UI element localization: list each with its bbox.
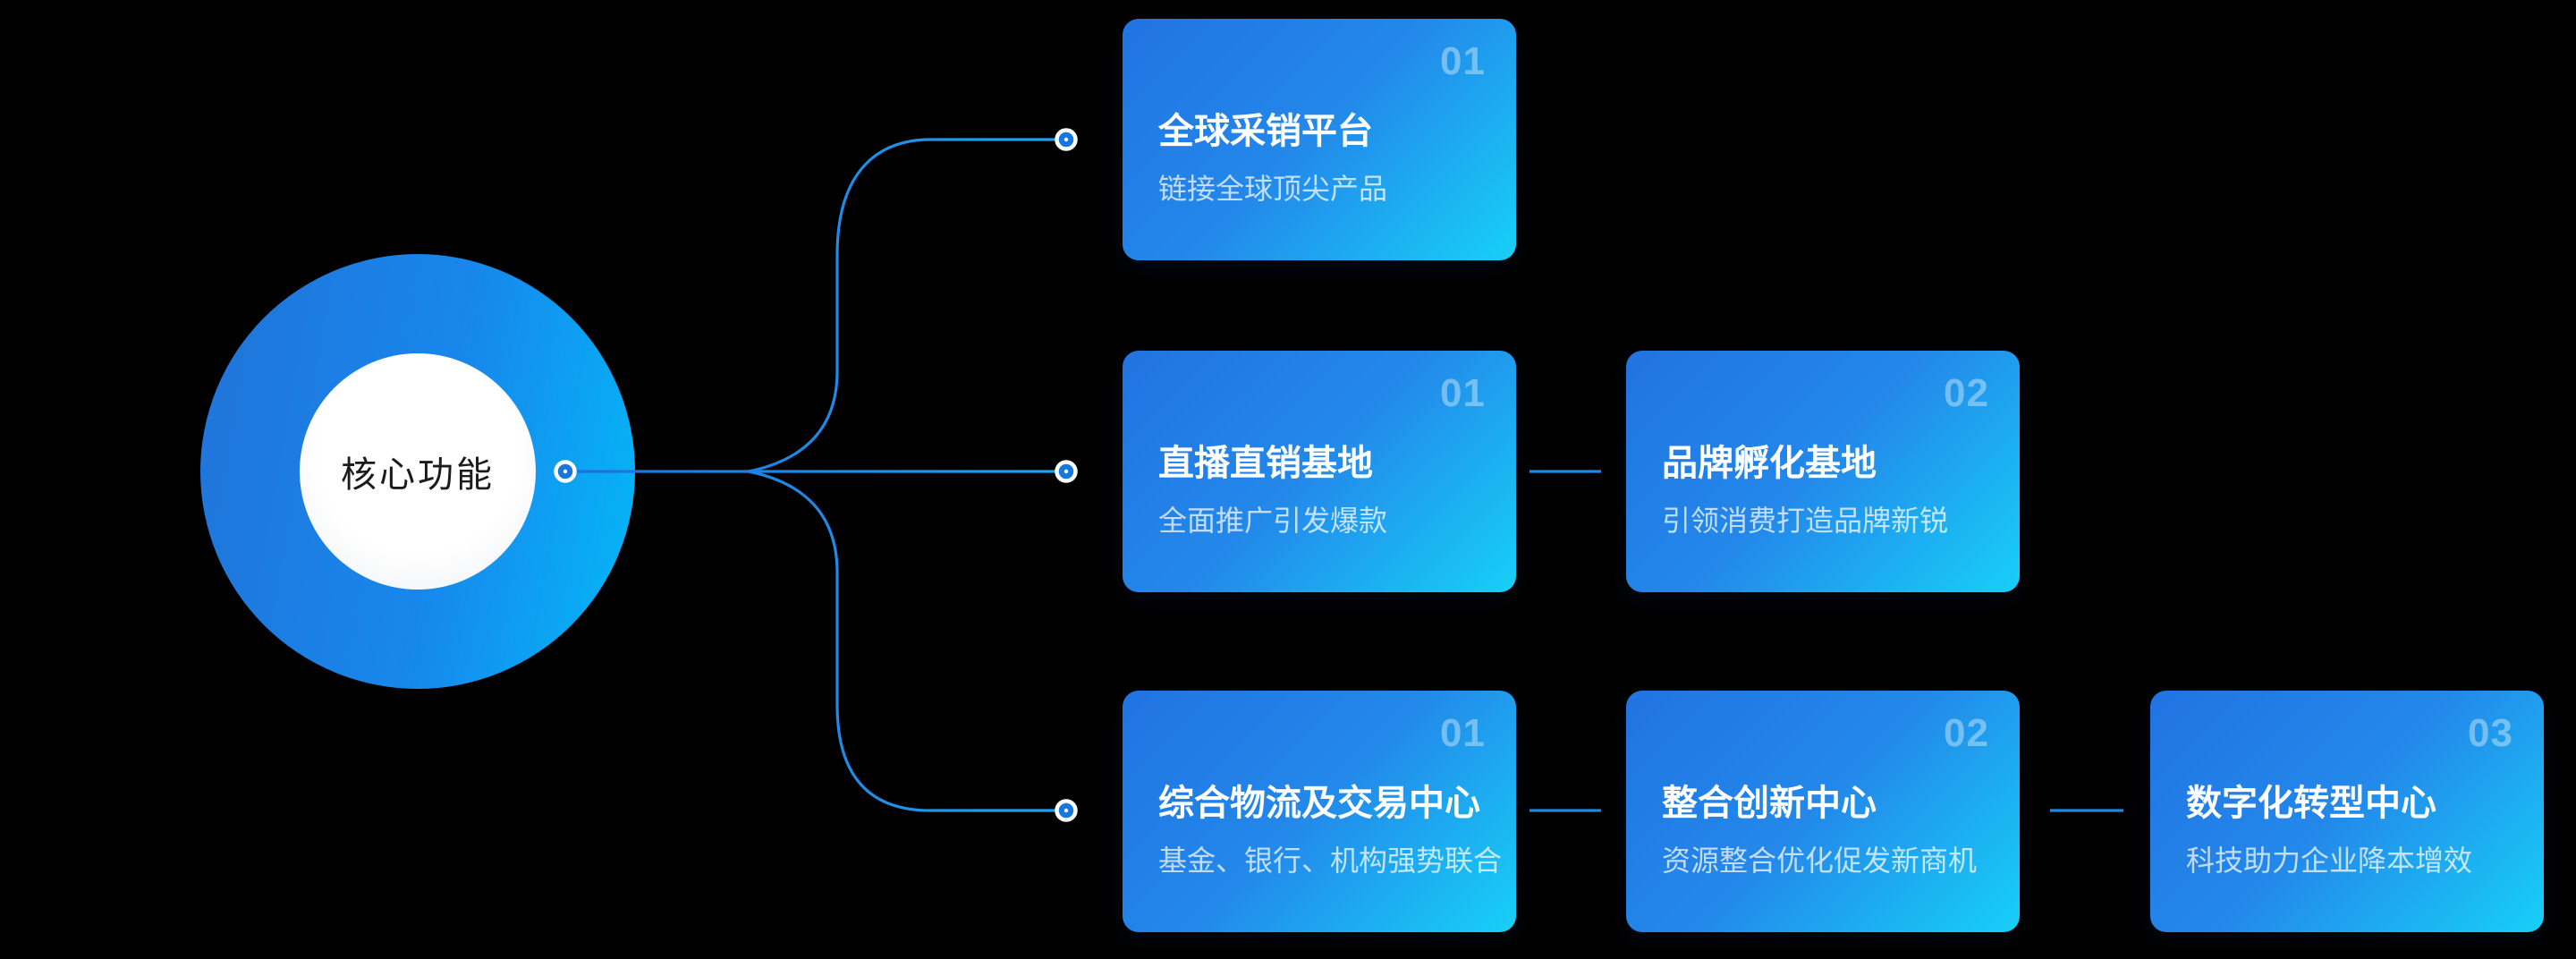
card-title: 综合物流及交易中心 <box>1158 784 1480 823</box>
branch-line-top <box>748 138 1056 473</box>
card-title: 全球采销平台 <box>1158 112 1373 151</box>
card-title: 直播直销基地 <box>1158 444 1373 483</box>
card-brand-incubation-base: 02 品牌孵化基地 引领消费打造品牌新锐 <box>1626 351 2020 592</box>
card-number-badge: 01 <box>1440 39 1486 83</box>
card-title: 数字化转型中心 <box>2186 784 2436 823</box>
hub-node-icon <box>554 460 577 483</box>
card-subtitle: 链接全球顶尖产品 <box>1158 173 1388 205</box>
card-number-badge: 02 <box>1944 711 1989 755</box>
card-number-badge: 03 <box>2468 711 2513 755</box>
card-subtitle: 基金、银行、机构强势联合 <box>1158 844 1503 877</box>
card-digital-transformation-center: 03 数字化转型中心 科技助力企业降本增效 <box>2150 691 2544 932</box>
card-subtitle: 引领消费打造品牌新锐 <box>1662 505 1949 537</box>
hub-label: 核心功能 <box>341 455 495 495</box>
branch-node-bottom-icon <box>1055 799 1078 822</box>
card-live-streaming-base: 01 直播直销基地 全面推广引发爆款 <box>1123 351 1516 592</box>
branch-node-top-icon <box>1055 128 1078 151</box>
card-number-badge: 01 <box>1440 711 1486 755</box>
card-title: 品牌孵化基地 <box>1662 444 1877 483</box>
card-subtitle: 科技助力企业降本增效 <box>2186 844 2473 877</box>
card-title: 整合创新中心 <box>1662 784 1877 823</box>
card-global-procurement-platform: 01 全球采销平台 链接全球顶尖产品 <box>1123 19 1516 260</box>
hub-circle: 核心功能 <box>300 353 536 590</box>
branch-line-bottom <box>748 470 1056 812</box>
card-subtitle: 全面推广引发爆款 <box>1158 505 1388 537</box>
card-subtitle: 资源整合优化促发新商机 <box>1662 844 1978 877</box>
branch-node-middle-icon <box>1055 460 1078 483</box>
card-number-badge: 02 <box>1944 371 1989 415</box>
card-integrated-innovation-center: 02 整合创新中心 资源整合优化促发新商机 <box>1626 691 2020 932</box>
card-logistics-trading-center: 01 综合物流及交易中心 基金、银行、机构强势联合 <box>1123 691 1516 932</box>
card-number-badge: 01 <box>1440 371 1486 415</box>
